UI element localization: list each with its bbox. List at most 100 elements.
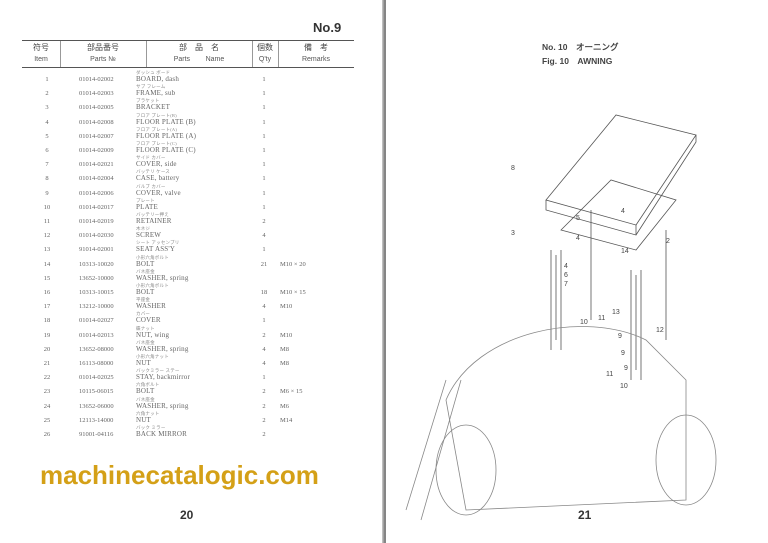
cell-rem: M10 × 20 (280, 260, 306, 268)
cell-qty (254, 275, 274, 282)
cell-pn: 01014-02006 (79, 189, 114, 197)
cell-item: 13 (43, 246, 51, 254)
front-wheel (655, 414, 717, 506)
cell-name: WASHER, spring (136, 344, 189, 353)
callout-label: 8 (511, 165, 515, 172)
callout-label: 11 (606, 371, 613, 378)
cell-name: NUT, wing (136, 330, 170, 339)
cell-rem: M10 (280, 303, 293, 311)
loader-arm (405, 379, 462, 521)
cell-kana: 木ネジ (136, 226, 151, 232)
callout-label: 5 (576, 215, 580, 222)
callout-label: 14 (621, 248, 629, 255)
cell-qty: 1 (262, 161, 266, 169)
cell-pn: 01014-02003 (79, 90, 114, 98)
cell-kana: ブラケット (136, 98, 160, 104)
cell-qty: 1 (262, 189, 266, 197)
header-item-jp: 符号 (33, 43, 49, 52)
cell-kana: 小形六角ボルト (136, 283, 169, 288)
header-name-name: Name (205, 56, 225, 63)
cell-qty: 1 (262, 104, 266, 112)
cell-name: BRACKET (136, 103, 171, 112)
callout-label: 3 (511, 230, 515, 237)
cell-rem: M6 × 15 (280, 388, 303, 396)
cell-qty: 1 (262, 147, 266, 154)
cell-qty: 2 (262, 331, 266, 339)
cell-item: 24 (43, 402, 51, 410)
cell-kana: プレート (136, 197, 155, 203)
section-number: No.9 (313, 20, 342, 35)
cell-item: 19 (43, 331, 51, 339)
header-name: 部 品 名 Parts Name (146, 41, 253, 67)
cell-item: 5 (45, 132, 49, 140)
cell-item: 14 (43, 260, 51, 268)
cell-qty: 2 (262, 402, 266, 410)
cell-name: COVER, valve (136, 188, 181, 197)
cell-kana: サイド カバー (136, 155, 166, 161)
cell-pn: 01014-02027 (79, 317, 114, 325)
cell-pn: 01014-02009 (79, 147, 114, 154)
cell-kana: サブ フレーム (136, 84, 166, 90)
cell-item: 10 (43, 203, 51, 211)
cell-pn: 13652-10000 (79, 274, 114, 282)
cell-item: 16 (43, 289, 51, 296)
cell-rem: M8 (280, 345, 290, 353)
cell-qty: 4 (262, 360, 266, 367)
cell-name: PLATE (136, 202, 158, 211)
cell-name: FLOOR PLATE (B) (136, 117, 196, 126)
cell-qty: 4 (262, 232, 266, 240)
cell-pn: 91001-04116 (79, 431, 114, 438)
cell-pn: 13652-08000 (79, 345, 114, 353)
callout-label: 4 (564, 263, 568, 270)
header-name-jp: 部 品 名 (179, 43, 219, 52)
cell-name: SCREW (136, 231, 162, 240)
cell-kana: 小形六角ボルト (136, 254, 169, 260)
cell-qty: 1 (262, 118, 266, 126)
cell-kana: ダッシュ ボード (136, 70, 171, 75)
cell-name: NUT (136, 415, 151, 424)
cell-name: SEAT ASS'Y (136, 245, 176, 254)
cell-rem: M10 × 15 (280, 289, 306, 296)
cell-item: 9 (45, 189, 49, 197)
cell-item: 7 (45, 161, 49, 169)
cell-kana: バックミラー ステー (136, 368, 180, 374)
cell-kana: フロア プレート(C) (136, 141, 177, 146)
rear-wheel (435, 424, 497, 516)
cell-pn: 01014-02025 (79, 374, 114, 382)
cell-qty: 1 (262, 175, 266, 183)
cell-pn: 01014-02030 (79, 232, 114, 240)
cell-qty: 2 (262, 218, 266, 225)
header-name-parts: Parts (173, 56, 191, 63)
header-partno-jp: 部品番号 (87, 43, 119, 52)
cell-kana: フロア プレート(A) (136, 126, 178, 132)
cell-pn: 01014-02002 (79, 76, 114, 83)
figure-title-jp: No. 10 オーニング (542, 42, 619, 52)
callout-label: 6 (564, 272, 568, 279)
cell-pn: 01014-02019 (79, 218, 114, 225)
cell-name: NUT (136, 359, 151, 367)
cell-kana: バネ座金 (136, 396, 155, 402)
cell-name: COVER (136, 316, 161, 325)
cell-kana: バッテリ ケース (136, 169, 170, 175)
cell-qty: 21 (260, 260, 268, 268)
cell-qty: 1 (262, 76, 266, 83)
callout-label: 10 (580, 319, 588, 326)
cell-item: 11 (43, 218, 51, 225)
